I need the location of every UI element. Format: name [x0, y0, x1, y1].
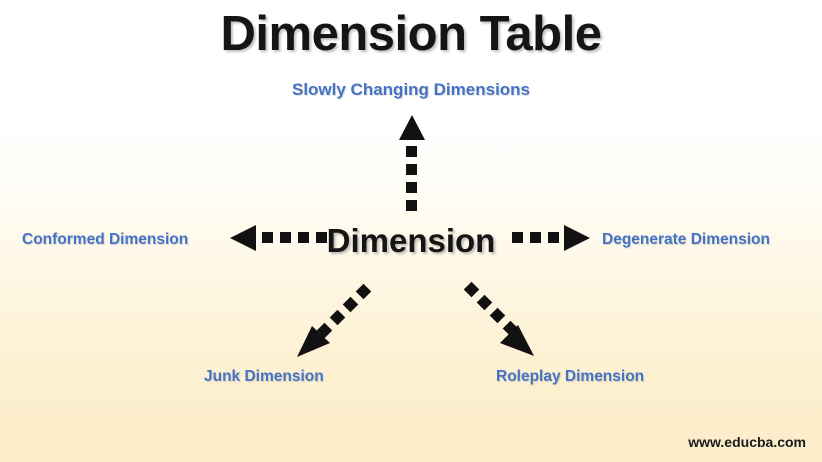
node-label-degenerate-dimension: Degenerate Dimension: [602, 231, 770, 248]
center-node-dimension: Dimension: [326, 222, 496, 259]
connector-up-arrow-icon: [399, 115, 425, 211]
connector-down-left-arrow-icon: [297, 283, 372, 357]
node-label-slowly-changing-dimensions: Slowly Changing Dimensions: [291, 80, 531, 99]
node-label-conformed-dimension: Conformed Dimension: [22, 231, 189, 248]
node-label-roleplay-dimension: Roleplay Dimension: [496, 368, 645, 385]
node-label-junk-dimension: Junk Dimension: [204, 368, 324, 385]
page-title: Dimension Table: [220, 7, 602, 61]
connector-down-right-arrow-icon: [463, 281, 534, 356]
watermark-url: www.educba.com: [688, 434, 806, 450]
